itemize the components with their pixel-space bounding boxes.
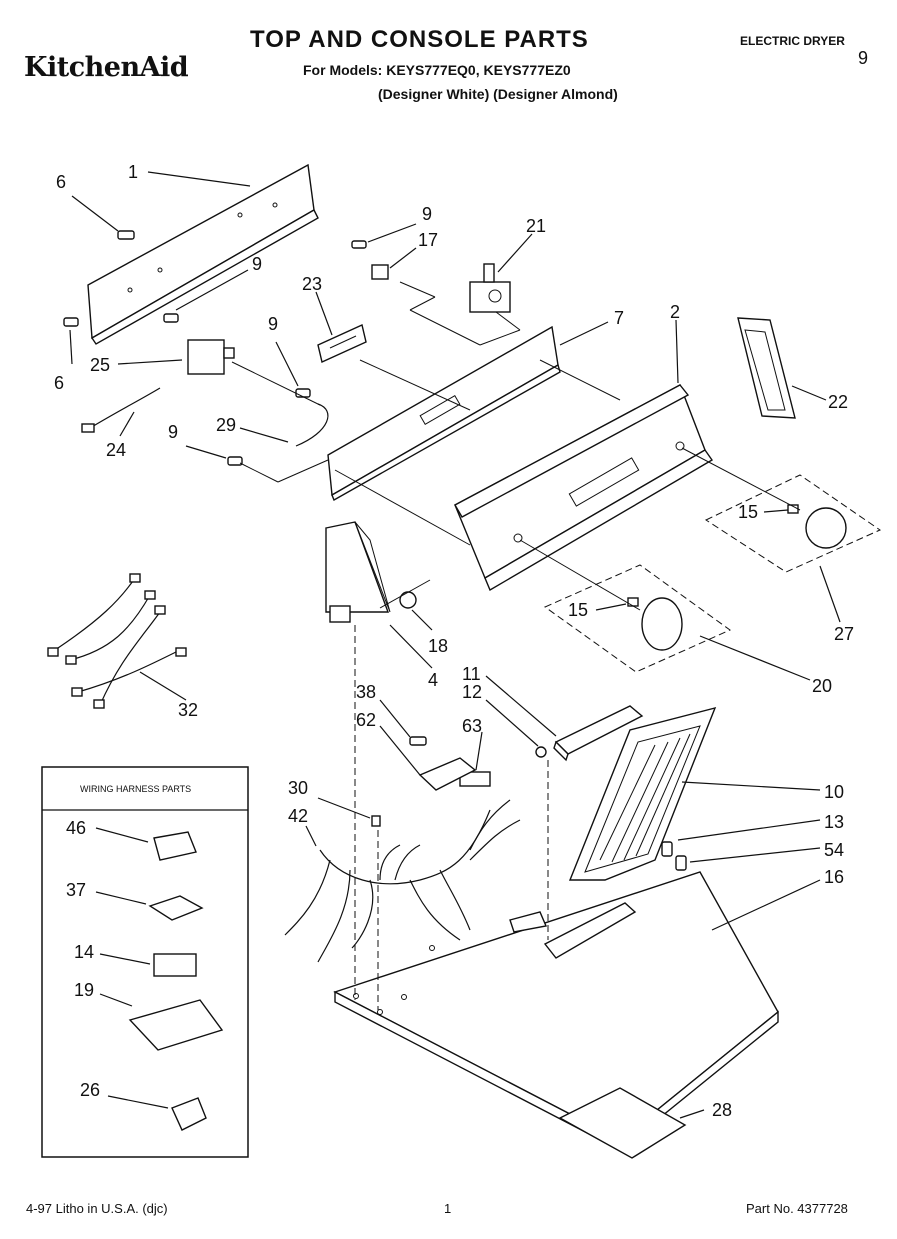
callout-1: 1: [128, 162, 138, 182]
callout-9-c: 9: [268, 314, 278, 334]
part-harness-32: [47, 573, 187, 709]
callout-62: 62: [356, 710, 376, 730]
harness-item-26: 26: [80, 1080, 100, 1100]
part-main-harness: [284, 799, 521, 963]
part-timer: [187, 339, 235, 375]
harness-item-46: 46: [66, 818, 86, 838]
part-knob-27: [787, 504, 847, 549]
litho-note: 4-97 Litho in U.S.A. (djc): [26, 1201, 168, 1216]
harness-item-37: 37: [66, 880, 86, 900]
callout-30: 30: [288, 778, 308, 798]
part-wire-29: [295, 403, 329, 447]
appliance-type: ELECTRIC DRYER: [740, 34, 845, 48]
part-console: [454, 384, 714, 592]
part-number: Part No. 4377728: [746, 1201, 848, 1216]
part-wire-24: [89, 387, 161, 429]
part-switch-block: [317, 324, 367, 363]
brand-logo: KitchenAid: [24, 52, 189, 83]
callout-7: 7: [614, 308, 624, 328]
part-62: [418, 757, 477, 791]
callout-29: 29: [216, 415, 236, 435]
part-console-bracket: [327, 325, 561, 502]
callout-54: 54: [824, 840, 844, 860]
callout-6-top: 6: [56, 172, 66, 192]
callout-23: 23: [302, 274, 322, 294]
callout-9-e: 9: [858, 48, 868, 68]
part-rear-panel: [87, 163, 319, 345]
callout-22: 22: [828, 392, 848, 412]
part-timer-motor: [469, 263, 511, 313]
page-title: TOP AND CONSOLE PARTS: [250, 26, 589, 53]
model-variants: (Designer White) (Designer Almond): [378, 86, 618, 102]
part-end-cap: [737, 317, 796, 419]
page-number: 1: [444, 1201, 452, 1216]
callout-12: 12: [462, 682, 482, 702]
callout-17: 17: [418, 230, 438, 250]
callout-9-a: 9: [422, 204, 432, 224]
callout-15-b: 15: [568, 600, 588, 620]
part-28: [558, 1087, 687, 1159]
callout-4: 4: [428, 670, 438, 690]
callout-24: 24: [106, 440, 126, 460]
harness-parts-box: WIRING HARNESS PARTS 46 37 14 19 26: [41, 766, 249, 1158]
harness-item-14: 14: [74, 942, 94, 962]
assembly-lines: [231, 281, 801, 611]
callout-21: 21: [526, 216, 546, 236]
callout-labels: 1 2 4 6 6 7 9 9 9 9 9 10 11 12 13 15 15 …: [54, 48, 868, 1120]
part-wire-24-terminal: [81, 423, 95, 433]
part-63: [459, 771, 491, 787]
callout-20: 20: [812, 676, 832, 696]
callout-18: 18: [428, 636, 448, 656]
harness-item-19: 19: [74, 980, 94, 1000]
part-clip-18: [399, 591, 417, 609]
model-list: For Models: KEYS777EQ0, KEYS777EZ0: [303, 62, 571, 78]
callout-10: 10: [824, 782, 844, 802]
callout-28: 28: [712, 1100, 732, 1120]
part-console-end: [325, 521, 391, 623]
callout-25: 25: [90, 355, 110, 375]
callout-42: 42: [288, 806, 308, 826]
leader-lines: [69, 171, 841, 1119]
callout-32: 32: [178, 700, 198, 720]
part-lint-cover-edge: [553, 740, 569, 762]
callout-15-a: 15: [738, 502, 758, 522]
callout-16: 16: [824, 867, 844, 887]
callout-2: 2: [670, 302, 680, 322]
callout-9-b: 9: [252, 254, 262, 274]
callout-63: 63: [462, 716, 482, 736]
part-knob-20: [627, 597, 683, 651]
part-lint-screen: [568, 706, 717, 881]
part-clip-12: [535, 746, 547, 758]
part-screws: [63, 230, 687, 871]
callout-38: 38: [356, 682, 376, 702]
knob-group-27-outline: [704, 474, 882, 573]
knob-group-20-outline: [543, 564, 731, 673]
callout-11: 11: [462, 664, 481, 684]
callout-6-bottom: 6: [54, 373, 64, 393]
part-connector-17: [371, 264, 389, 280]
harness-box-title: WIRING HARNESS PARTS: [80, 784, 191, 794]
part-clip-30: [371, 815, 381, 827]
callout-13: 13: [824, 812, 844, 832]
callout-9-d: 9: [168, 422, 178, 442]
callout-27: 27: [834, 624, 854, 644]
